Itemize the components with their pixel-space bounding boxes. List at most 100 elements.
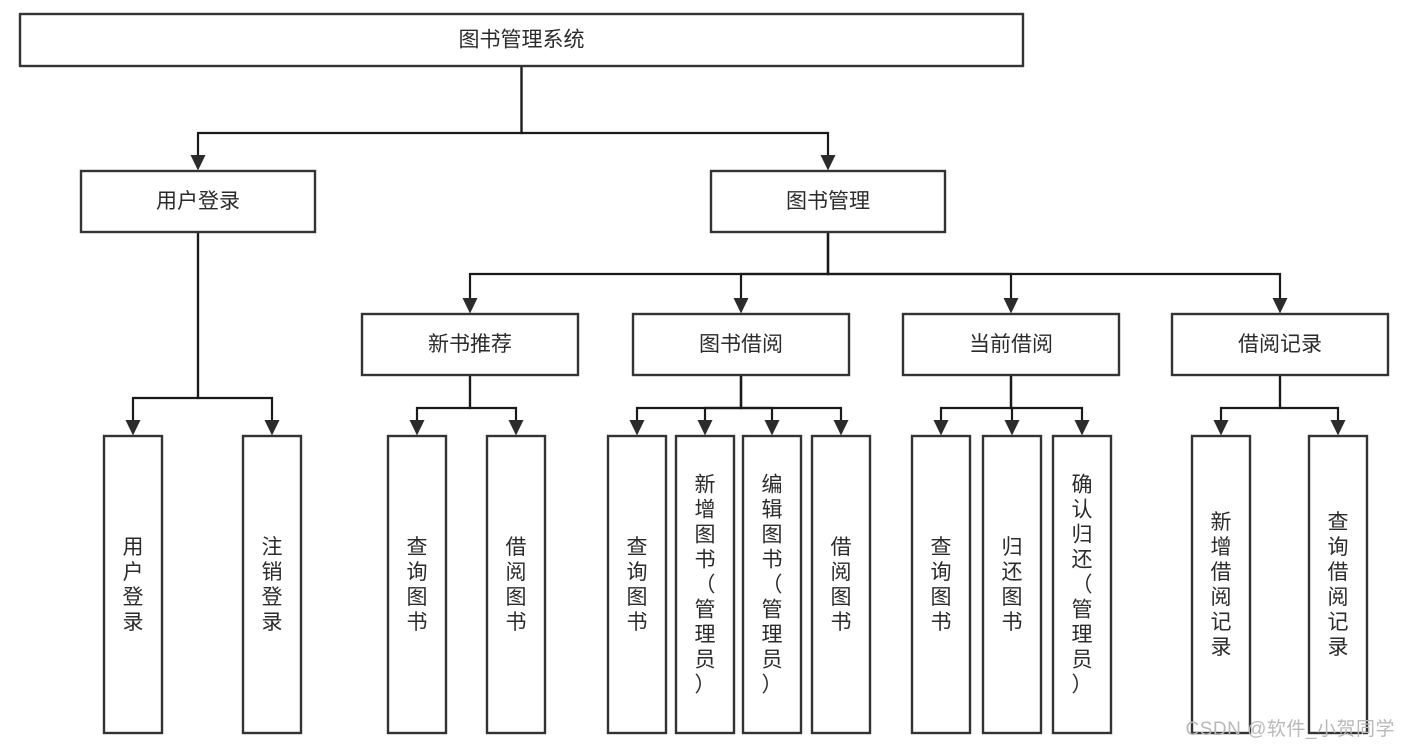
arrow-head-icon [820, 155, 836, 171]
node-new-book-rec[interactable]: 新书推荐 [360, 312, 580, 377]
connector-new-book-rec-to-leaf-rec-borrow-book [468, 375, 524, 436]
node-box-book-borrow[interactable] [631, 312, 851, 377]
node-label-leaf-user-login: 用户登录 [123, 536, 144, 634]
arrow-head-icon [409, 420, 425, 436]
node-box-leaf-user-login[interactable] [102, 434, 164, 735]
node-label-leaf-borrow-query-book: 查询图书 [627, 536, 648, 634]
node-label-new-book-rec: 新书推荐 [428, 333, 512, 356]
node-box-leaf-rec-borrow-book[interactable] [485, 434, 547, 735]
node-borrow-record[interactable]: 借阅记录 [1170, 312, 1390, 377]
watermark-text: CSDN @软件_小贺同学 [1185, 719, 1395, 740]
node-label-user-login: 用户登录 [156, 190, 240, 213]
node-label-leaf-user-logout: 注销登录 [262, 536, 283, 634]
node-box-book-manage[interactable] [709, 169, 947, 234]
node-leaf-rec-borrow-book[interactable]: 借阅图书 [485, 434, 547, 735]
arrow-head-icon [833, 420, 849, 436]
arrow-head-icon [764, 420, 780, 436]
arrow-head-icon [508, 420, 524, 436]
arrow-head-icon [933, 420, 949, 436]
node-user-login[interactable]: 用户登录 [79, 169, 317, 234]
connector-new-book-rec-to-leaf-rec-query-book [409, 375, 472, 436]
node-label-book-manage: 图书管理 [786, 190, 870, 213]
node-leaf-borrow-query-book[interactable]: 查询图书 [606, 434, 668, 735]
node-leaf-current-confirm-return[interactable]: 确认归还（管理员） [1051, 434, 1113, 735]
arrow-head-icon [1272, 298, 1288, 314]
node-box-user-login[interactable] [79, 169, 317, 234]
node-label-leaf-current-query-book: 查询图书 [931, 536, 952, 634]
node-leaf-current-query-book[interactable]: 查询图书 [910, 434, 972, 735]
node-book-borrow[interactable]: 图书借阅 [631, 312, 851, 377]
arrow-head-icon [1003, 298, 1019, 314]
node-leaf-borrow-edit-book[interactable]: 编辑图书（管理员） [741, 434, 803, 735]
connector-book-borrow-to-leaf-borrow-borrow-book [739, 375, 849, 436]
node-box-leaf-borrow-query-book[interactable] [606, 434, 668, 735]
arrow-head-icon [125, 420, 141, 436]
node-box-leaf-borrow-borrow-book[interactable] [810, 434, 872, 735]
node-leaf-user-logout[interactable]: 注销登录 [241, 434, 303, 735]
node-box-leaf-current-query-book[interactable] [910, 434, 972, 735]
connector-book-manage-to-new-book-rec [462, 232, 830, 314]
connector-root-to-book-manage [520, 66, 836, 171]
node-label-leaf-record-add: 新增借阅记录 [1211, 511, 1232, 659]
arrow-head-icon [629, 420, 645, 436]
connector-book-borrow-to-leaf-borrow-add-book [697, 375, 743, 436]
node-label-root: 图书管理系统 [459, 29, 585, 52]
connector-book-manage-to-current-borrow [826, 232, 1019, 314]
connector-user-login-to-leaf-user-login [125, 232, 200, 436]
node-label-leaf-borrow-edit-book: 编辑图书（管理员） [762, 474, 783, 697]
node-label-current-borrow: 当前借阅 [969, 333, 1053, 356]
node-box-leaf-borrow-add-book[interactable] [674, 434, 736, 735]
node-label-leaf-borrow-add-book: 新增图书（管理员） [695, 474, 716, 697]
node-box-leaf-rec-query-book[interactable] [386, 434, 448, 735]
node-layer: 图书管理系统用户登录图书管理新书推荐图书借阅当前借阅借阅记录用户登录注销登录查询… [18, 12, 1390, 735]
node-leaf-borrow-borrow-book[interactable]: 借阅图书 [810, 434, 872, 735]
connector-layer [125, 66, 1346, 436]
node-label-book-borrow: 图书借阅 [699, 333, 783, 356]
node-leaf-rec-query-book[interactable]: 查询图书 [386, 434, 448, 735]
node-leaf-record-query[interactable]: 查询借阅记录 [1307, 434, 1369, 735]
node-label-leaf-rec-borrow-book: 借阅图书 [506, 536, 527, 634]
node-box-leaf-current-return-book[interactable] [981, 434, 1043, 735]
node-box-borrow-record[interactable] [1170, 312, 1390, 377]
connector-book-borrow-to-leaf-borrow-edit-book [739, 375, 780, 436]
arrow-head-icon [264, 420, 280, 436]
arrow-head-icon [190, 155, 206, 171]
arrow-head-icon [733, 298, 749, 314]
node-box-current-borrow[interactable] [901, 312, 1121, 377]
connector-user-login-to-leaf-user-logout [196, 232, 280, 436]
connector-root-to-user-login [190, 66, 523, 171]
connector-book-manage-to-borrow-record [826, 232, 1288, 314]
node-leaf-record-add[interactable]: 新增借阅记录 [1190, 434, 1252, 735]
node-label-leaf-borrow-borrow-book: 借阅图书 [831, 536, 852, 634]
node-leaf-user-login[interactable]: 用户登录 [102, 434, 164, 735]
arrow-head-icon [1074, 420, 1090, 436]
node-label-leaf-rec-query-book: 查询图书 [407, 536, 428, 634]
connector-book-borrow-to-leaf-borrow-query-book [629, 375, 743, 436]
connector-borrow-record-to-leaf-record-add [1213, 375, 1282, 436]
node-box-leaf-current-confirm-return[interactable] [1051, 434, 1113, 735]
node-box-leaf-record-add[interactable] [1190, 434, 1252, 735]
connector-borrow-record-to-leaf-record-query [1278, 375, 1346, 436]
node-label-leaf-current-return-book: 归还图书 [1002, 536, 1023, 634]
connector-book-manage-to-book-borrow [733, 232, 830, 314]
connector-current-borrow-to-leaf-current-confirm-return [1009, 375, 1090, 436]
node-root[interactable]: 图书管理系统 [18, 12, 1025, 68]
node-leaf-current-return-book[interactable]: 归还图书 [981, 434, 1043, 735]
node-book-manage[interactable]: 图书管理 [709, 169, 947, 234]
arrow-head-icon [462, 298, 478, 314]
arrow-head-icon [1330, 420, 1346, 436]
node-label-leaf-current-confirm-return: 确认归还（管理员） [1072, 474, 1093, 697]
node-label-leaf-record-query: 查询借阅记录 [1328, 511, 1349, 659]
arrow-head-icon [1004, 420, 1020, 436]
node-label-borrow-record: 借阅记录 [1238, 333, 1322, 356]
node-leaf-borrow-add-book[interactable]: 新增图书（管理员） [674, 434, 736, 735]
node-box-leaf-borrow-edit-book[interactable] [741, 434, 803, 735]
node-current-borrow[interactable]: 当前借阅 [901, 312, 1121, 377]
arrow-head-icon [1213, 420, 1229, 436]
node-box-leaf-user-logout[interactable] [241, 434, 303, 735]
node-box-new-book-rec[interactable] [360, 312, 580, 377]
node-box-root[interactable] [18, 12, 1025, 68]
node-box-leaf-record-query[interactable] [1307, 434, 1369, 735]
